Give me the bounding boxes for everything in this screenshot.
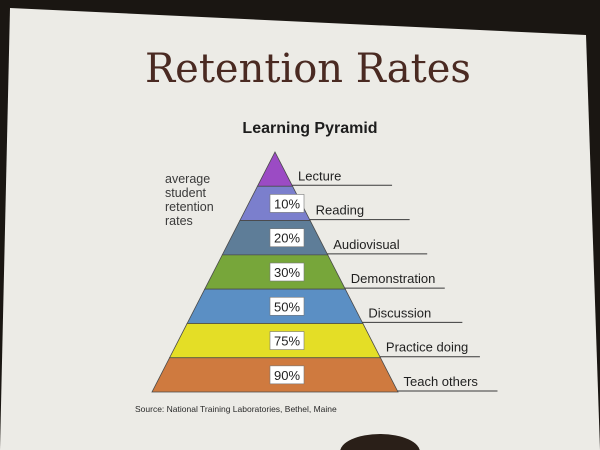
level-label: Audiovisual: [333, 237, 400, 252]
source-note: Source: National Training Laboratories, …: [135, 404, 337, 414]
level-label: Reading: [316, 203, 364, 218]
percent-value: 30%: [274, 265, 300, 280]
percent-value: 50%: [274, 299, 300, 314]
percent-box: [269, 228, 305, 248]
percent-value: 10%: [274, 196, 300, 211]
level-label: Discussion: [368, 305, 431, 320]
percent-value: 20%: [274, 231, 300, 246]
level-label: Lecture: [298, 168, 341, 183]
percent-value: 90%: [274, 368, 300, 383]
side-label-line: student: [165, 186, 207, 200]
level-label: Practice doing: [386, 340, 468, 355]
percent-box: [269, 262, 305, 282]
audience-head: [340, 434, 420, 450]
percent-box: [269, 194, 305, 213]
side-label-line: average: [165, 172, 210, 186]
side-label: average student retention rates: [165, 172, 214, 228]
side-label-line: rates: [165, 214, 193, 228]
level-label: Demonstration: [351, 271, 436, 286]
slide-title: Retention Rates: [145, 46, 471, 92]
percent-box: [269, 331, 305, 350]
pyramid-title: Learning Pyramid: [242, 120, 377, 137]
side-label-line: retention: [165, 200, 214, 214]
percent-box: [269, 296, 305, 316]
percent-box: [269, 365, 305, 385]
percent-value: 75%: [274, 334, 300, 349]
level-label: Teach others: [403, 374, 478, 389]
